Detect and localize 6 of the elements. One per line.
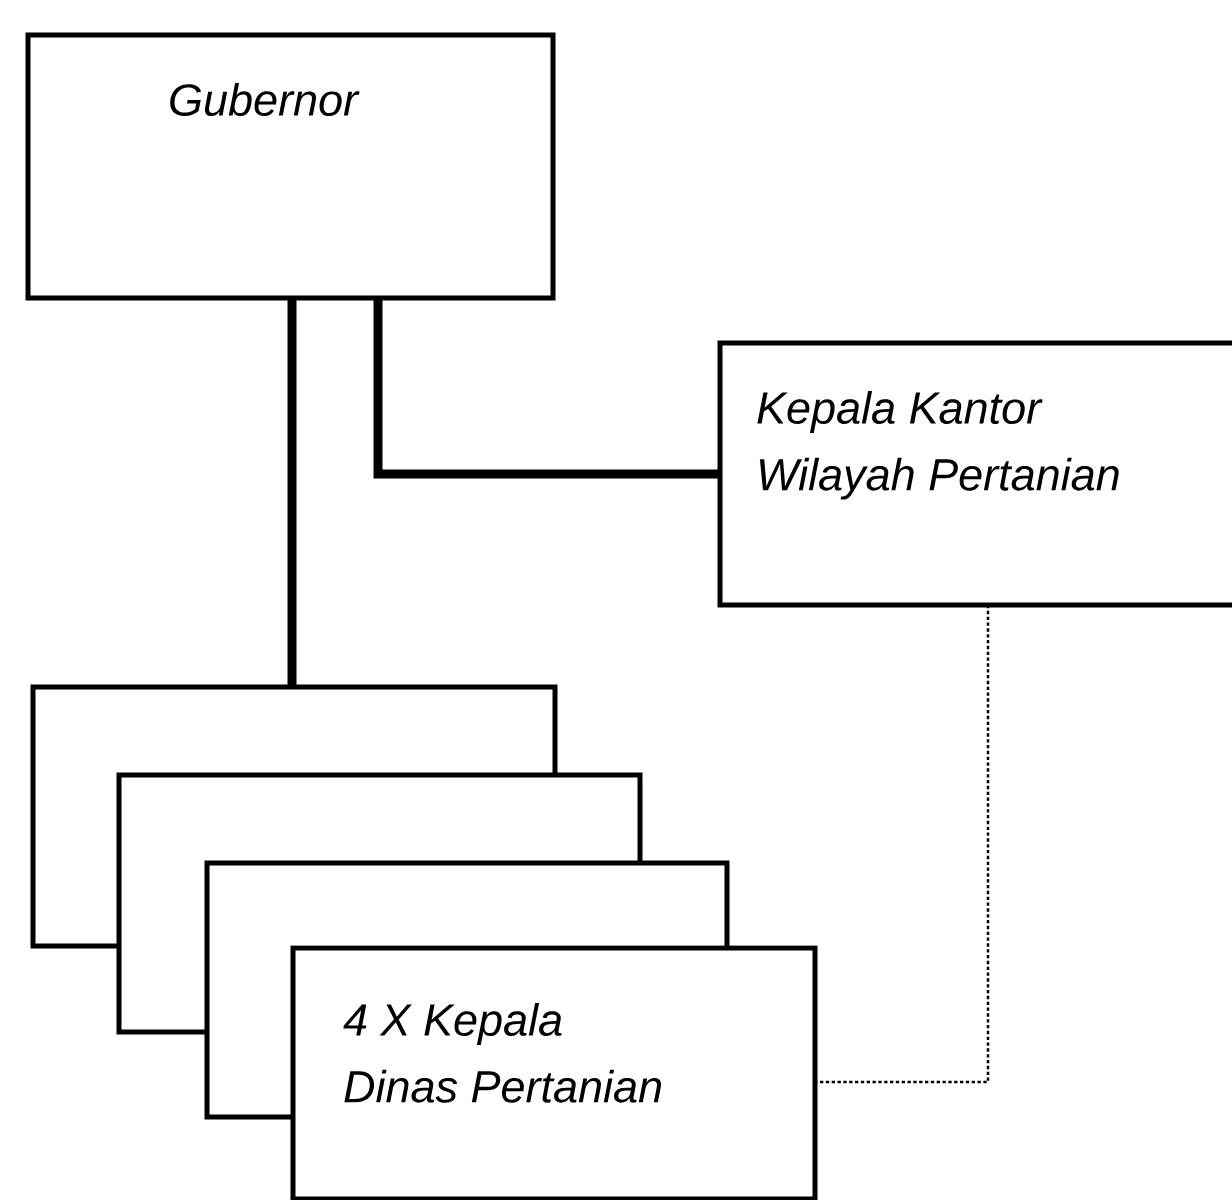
connector-line bbox=[815, 605, 990, 1084]
text-box: Gubernor bbox=[25, 32, 556, 301]
connector-line bbox=[373, 298, 720, 479]
text-box: 4 X Kepala Dinas Pertanian bbox=[290, 945, 818, 1200]
connector-line bbox=[287, 298, 297, 687]
text-box: Kepala Kantor Wilayah Pertanian bbox=[717, 340, 1232, 608]
